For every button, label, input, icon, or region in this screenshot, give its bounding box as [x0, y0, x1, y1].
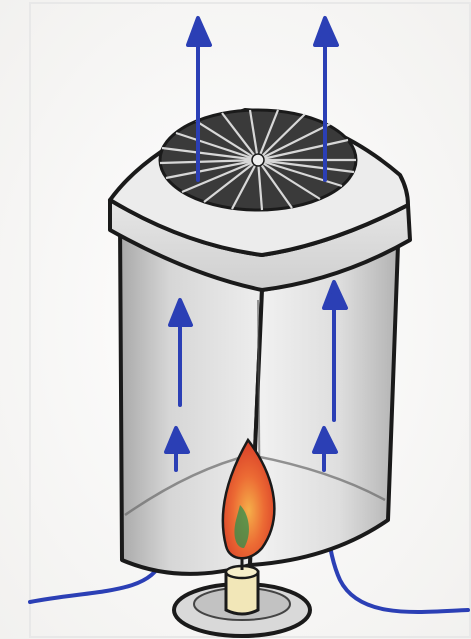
- vent-hub: [252, 154, 264, 166]
